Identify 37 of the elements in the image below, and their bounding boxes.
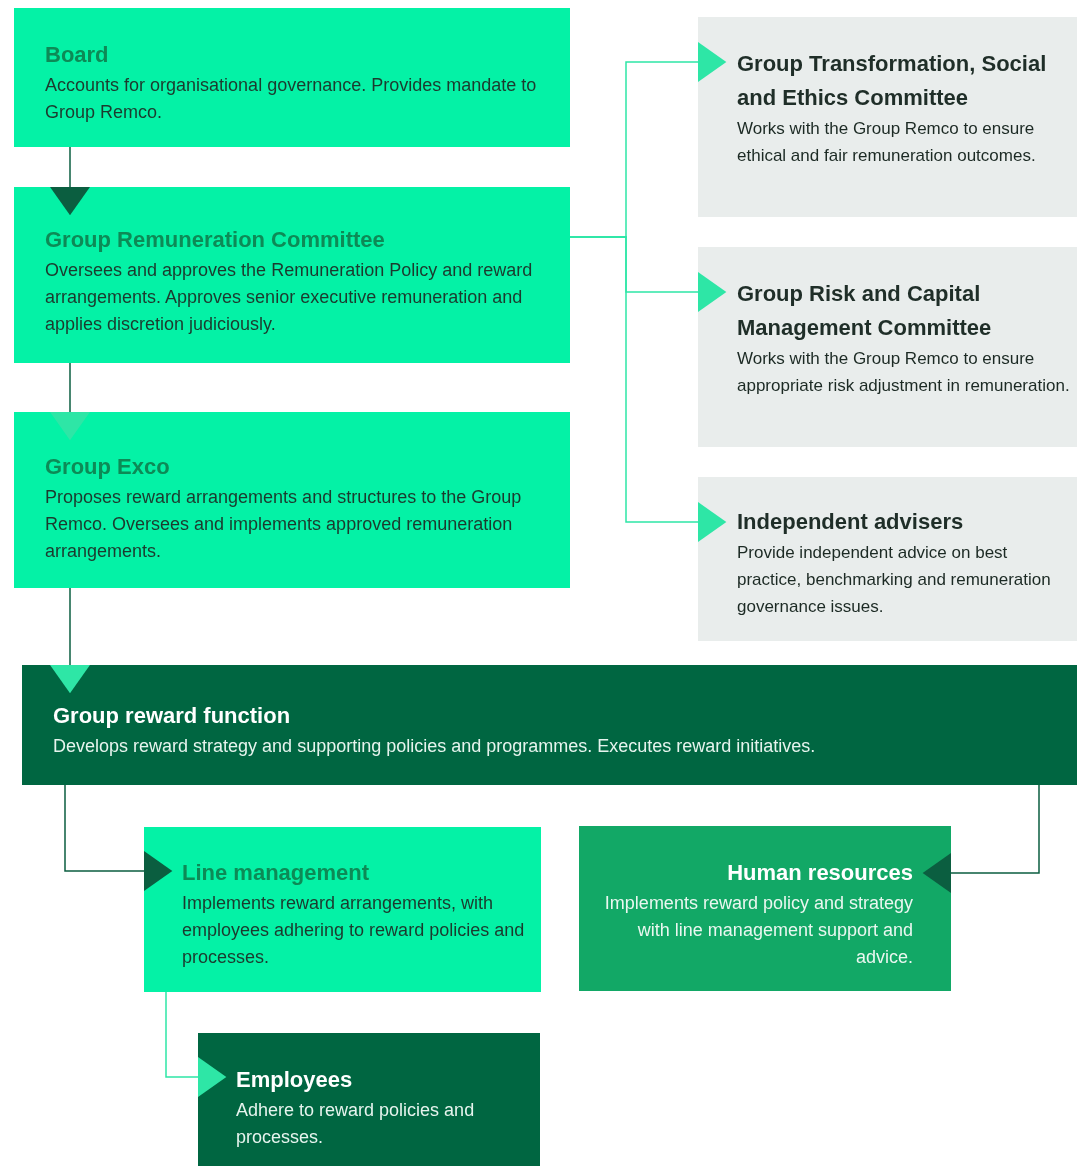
process-box bbox=[14, 187, 570, 363]
process-box bbox=[698, 477, 1077, 641]
process-box bbox=[579, 826, 951, 991]
process-box bbox=[698, 17, 1077, 217]
box-heading: Group Transformation, Social and Ethics Committee bbox=[737, 50, 1048, 112]
process-box bbox=[14, 8, 570, 147]
box-heading: Line management bbox=[182, 859, 371, 887]
box-heading: Group reward function bbox=[53, 702, 292, 730]
box-heading: Group Risk and Capital Management Committee bbox=[737, 280, 993, 342]
box-description: Proposes reward arrangements and structures to the Group Remco. Oversees and implements approved remuneration arrangements. bbox=[45, 486, 523, 563]
box-heading: Board bbox=[45, 41, 110, 69]
arrow bbox=[50, 362, 90, 441]
box-description: Provide independent advice on best practice, benchmarking and remuneration governance issues. bbox=[737, 542, 1052, 618]
box-heading: Group Exco bbox=[45, 453, 171, 481]
arrow bbox=[165, 991, 227, 1097]
box-heading: Group Remuneration Committee bbox=[45, 226, 386, 254]
arrow bbox=[569, 236, 727, 542]
box-description: Develops reward strategy and supporting policies and programmes. Executes reward initiatives. bbox=[53, 735, 817, 758]
box-description: Works with the Group Remco to ensure appropriate risk adjustment in remuneration. bbox=[737, 348, 1071, 397]
arrow bbox=[922, 784, 1040, 893]
arrow bbox=[64, 784, 173, 891]
box-heading: Independent advisers bbox=[737, 508, 965, 536]
box-description: Implements reward policy and strategy with line management support and advice. bbox=[603, 892, 913, 969]
process-box bbox=[198, 1033, 540, 1166]
box-heading: Employees bbox=[236, 1066, 354, 1094]
box-description: Works with the Group Remco to ensure ethical and fair remuneration outcomes. bbox=[737, 118, 1037, 167]
box-description: Oversees and approves the Remuneration Policy and reward arrangements. Approves senior executive remuneration and applies discretion judiciously. bbox=[45, 259, 534, 336]
process-box bbox=[698, 247, 1077, 447]
box-description: Adhere to reward policies and processes. bbox=[236, 1099, 476, 1149]
box-heading: Human resources bbox=[726, 859, 913, 887]
arrow bbox=[50, 146, 90, 216]
box-description: Implements reward arrangements, with employees adhering to reward policies and processes. bbox=[182, 892, 525, 969]
process-box bbox=[14, 412, 570, 588]
process-box bbox=[144, 827, 541, 992]
arrow bbox=[50, 587, 90, 694]
box-description: Accounts for organisational governance. Provides mandate to Group Remco. bbox=[45, 74, 538, 124]
process-box bbox=[22, 665, 1077, 785]
